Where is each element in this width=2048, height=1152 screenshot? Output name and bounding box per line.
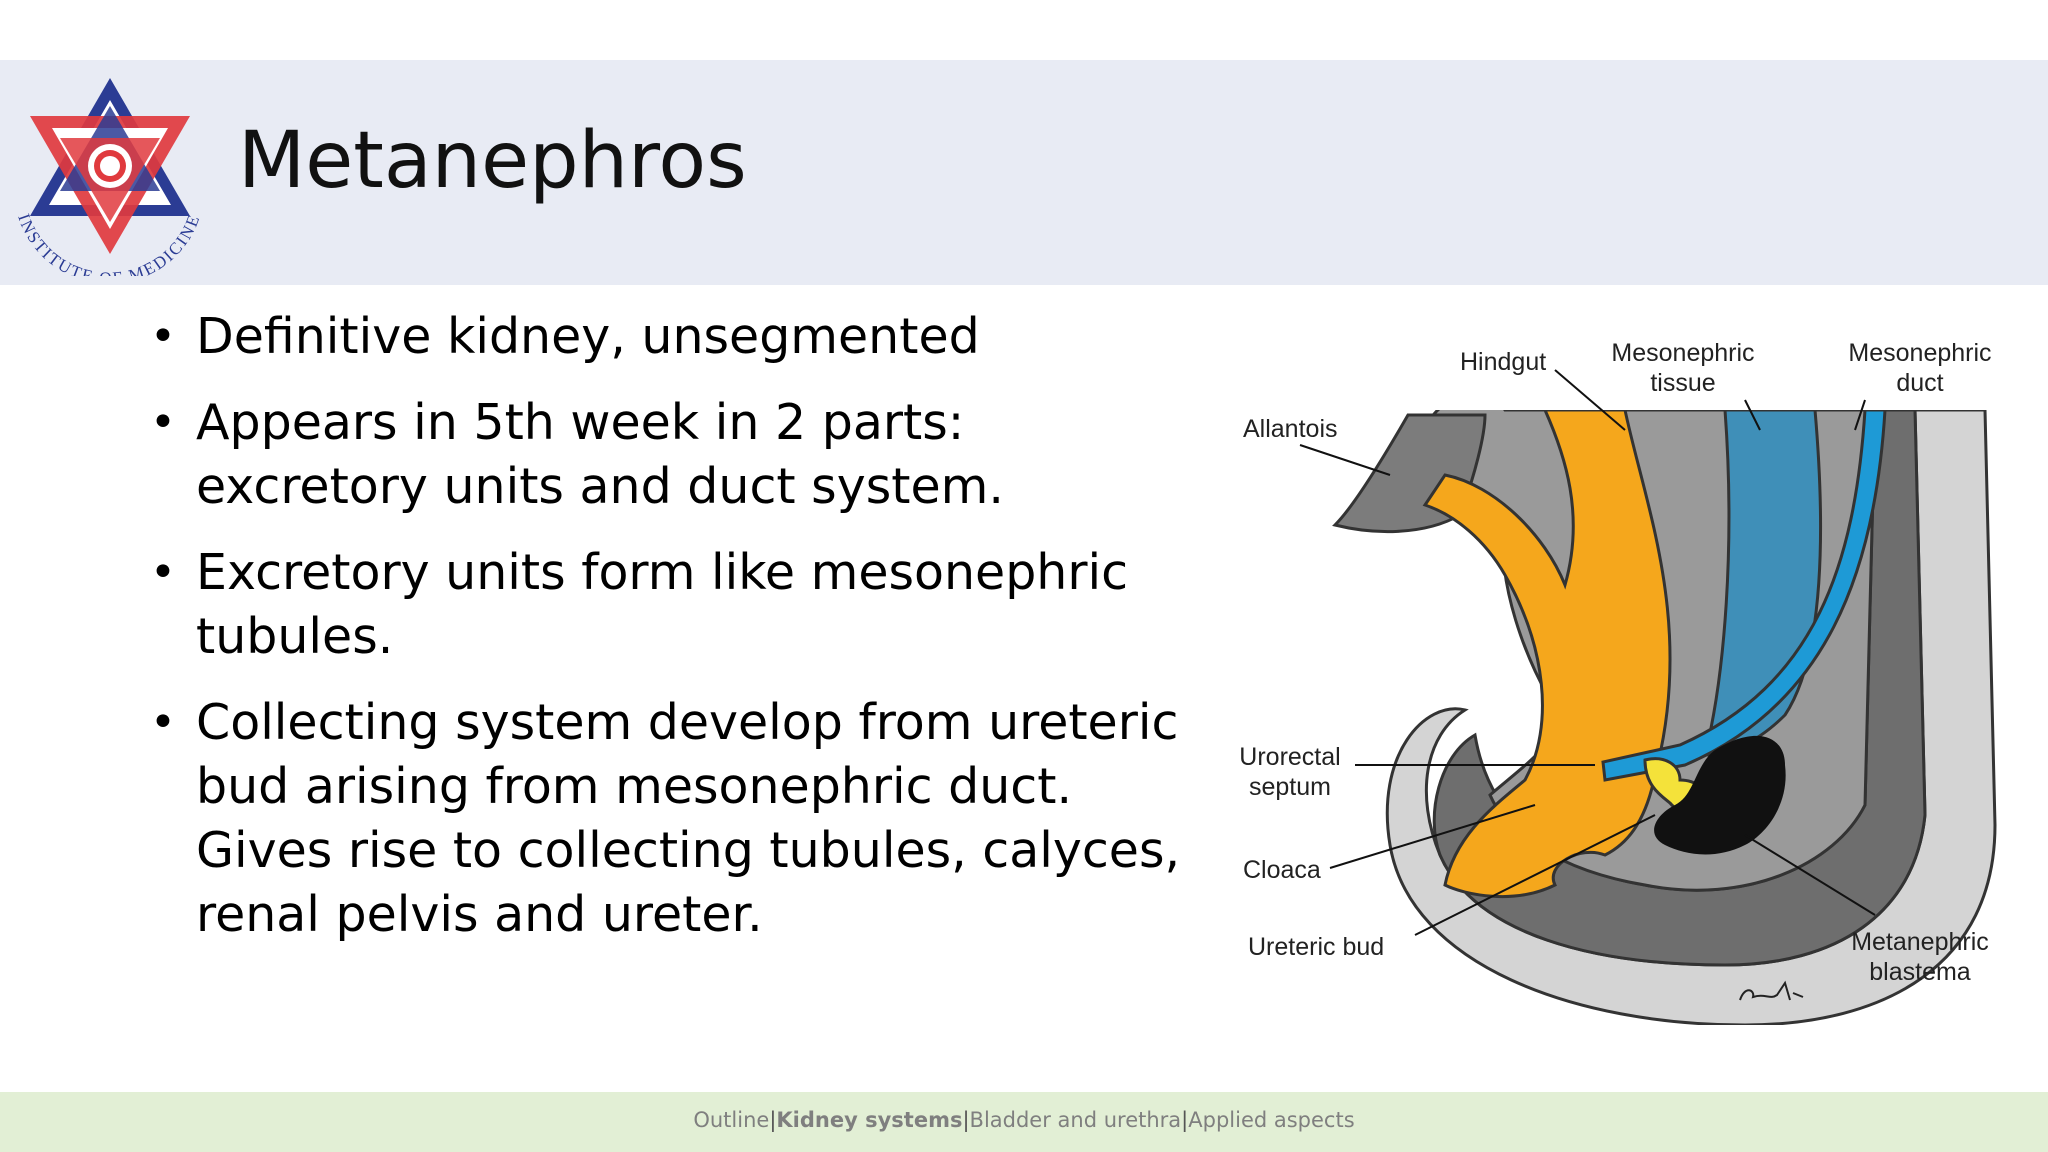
label-urorectal-septum-line1: Urorectal (1239, 743, 1340, 771)
label-metanephric-blastema-line2: blastema (1869, 958, 1971, 986)
footer-separator: | (962, 1108, 970, 1132)
bullet-item: • Excretory units form like mesonephric t… (150, 541, 1210, 669)
bullet-icon: • (150, 697, 176, 748)
bullet-icon: • (150, 397, 176, 448)
label-allantois: Allantois (1243, 415, 1338, 443)
label-cloaca: Cloaca (1243, 856, 1321, 884)
footer-item-outline[interactable]: Outline (693, 1108, 770, 1132)
bullet-item: • Definitive kidney, unsegmented (150, 305, 1210, 369)
label-mesonephric-tissue-line2: tissue (1650, 369, 1715, 397)
bullet-icon: • (150, 547, 176, 598)
bullet-text: Excretory units form like mesonephric tu… (196, 544, 1129, 665)
bullet-icon: • (150, 311, 176, 362)
bullet-text: Collecting system develop from ureteric … (196, 694, 1181, 943)
footer-separator: | (1181, 1108, 1189, 1132)
artist-signature (1739, 980, 1804, 1001)
bullet-text: Appears in 5th week in 2 parts: excretor… (196, 394, 1004, 515)
label-mesonephric-duct-line2: duct (1896, 369, 1943, 397)
footer-item-applied-aspects[interactable]: Applied aspects (1188, 1108, 1355, 1132)
bullet-text: Definitive kidney, unsegmented (196, 308, 980, 365)
bullet-list: • Definitive kidney, unsegmented • Appears… (150, 305, 1210, 969)
metanephros-diagram: Hindgut Mesonephric tissue Mesonephric d… (1239, 325, 2025, 1025)
footer-item-bladder-urethra[interactable]: Bladder and urethra (969, 1108, 1182, 1132)
footer-item-kidney-systems[interactable]: Kidney systems (776, 1108, 963, 1132)
metanephric-blastema-shape (1654, 735, 1786, 855)
leader-lines (1299, 369, 1876, 936)
header-band (0, 60, 2048, 285)
label-ureteric-bud: Ureteric bud (1248, 933, 1384, 961)
label-mesonephric-duct-line1: Mesonephric (1848, 339, 1991, 367)
bullet-item: • Collecting system develop from ureteric… (150, 691, 1210, 947)
label-hindgut: Hindgut (1460, 348, 1546, 376)
diagram-top-mask (1395, 325, 2025, 410)
label-urorectal-septum-line2: septum (1249, 773, 1331, 801)
footer-band (0, 1092, 2048, 1152)
label-mesonephric-tissue-line1: Mesonephric (1611, 339, 1754, 367)
label-metanephric-blastema-line1: Metanephric (1851, 928, 1989, 956)
footer-separator: | (769, 1108, 777, 1132)
footer-nav: Outline|Kidney systems|Bladder and ureth… (0, 1108, 2048, 1132)
institute-logo: INSTITUTE OF MEDICINE (14, 78, 202, 276)
slide-title: Metanephros (238, 116, 747, 206)
bullet-item: • Appears in 5th week in 2 parts: excreto… (150, 391, 1210, 519)
